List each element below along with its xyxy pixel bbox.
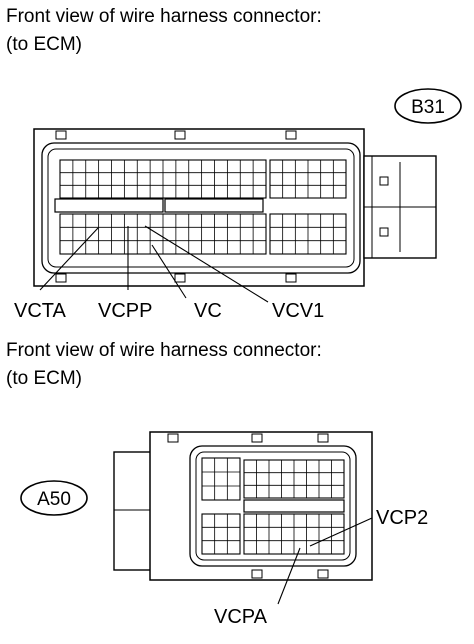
a50-rib: [243, 499, 345, 513]
b31-inner-frame-2: [47, 148, 355, 268]
bottom-caption-line2: (to ECM): [6, 368, 82, 389]
b31-rib: [164, 198, 264, 213]
pin-label-vc: VC: [194, 300, 222, 322]
leader-vc: [151, 244, 187, 299]
pin-label-vcpa: VCPA: [214, 606, 268, 628]
b31-rib: [54, 198, 164, 213]
leader-vcpa: [277, 547, 301, 605]
a50-ridge: [251, 569, 263, 579]
leader-vcv1: [144, 225, 269, 303]
b31-ridge: [55, 130, 67, 140]
b31-ridge: [285, 273, 297, 283]
b31-latch-hole: [379, 227, 389, 237]
top-caption-line2: (to ECM): [6, 34, 82, 55]
pin-block: [201, 457, 241, 501]
badge-a50-oval: [20, 480, 88, 516]
a50-ridge: [317, 569, 329, 579]
pin-label-vcp2: VCP2: [376, 507, 428, 529]
connector-b31: B31 VCTA VCPP VC VCV1: [14, 88, 462, 322]
leader-vcp2: [309, 517, 373, 547]
badge-b31-label: B31: [411, 97, 445, 118]
a50-pin-grid: [201, 457, 345, 555]
a50-ridge: [167, 433, 179, 443]
top-caption-line1: Front view of wire harness connector:: [6, 6, 322, 27]
a50-inner-frame-2: [195, 451, 351, 561]
a50-inner-frame: [189, 445, 357, 567]
b31-inner-frame: [41, 142, 361, 274]
b31-ridge: [285, 130, 297, 140]
bottom-caption-line1: Front view of wire harness connector:: [6, 340, 322, 361]
b31-pin-grid: [59, 159, 347, 255]
b31-ridge: [174, 130, 186, 140]
badge-a50-label: A50: [37, 489, 71, 510]
leader-vcta: [39, 227, 99, 291]
a50-ridge: [317, 433, 329, 443]
pin-label-vcv1: VCV1: [272, 300, 324, 322]
badge-b31-oval: [394, 88, 462, 124]
b31-ridge: [55, 273, 67, 283]
b31-latch-hole: [379, 176, 389, 186]
connector-a50: A50 VCP2 VCPA: [20, 431, 428, 628]
a50-ridge: [251, 433, 263, 443]
b31-ridge: [174, 273, 186, 283]
pin-label-vcta: VCTA: [14, 300, 67, 322]
pin-label-vcpp: VCPP: [98, 300, 152, 322]
pin-block: [201, 513, 241, 555]
